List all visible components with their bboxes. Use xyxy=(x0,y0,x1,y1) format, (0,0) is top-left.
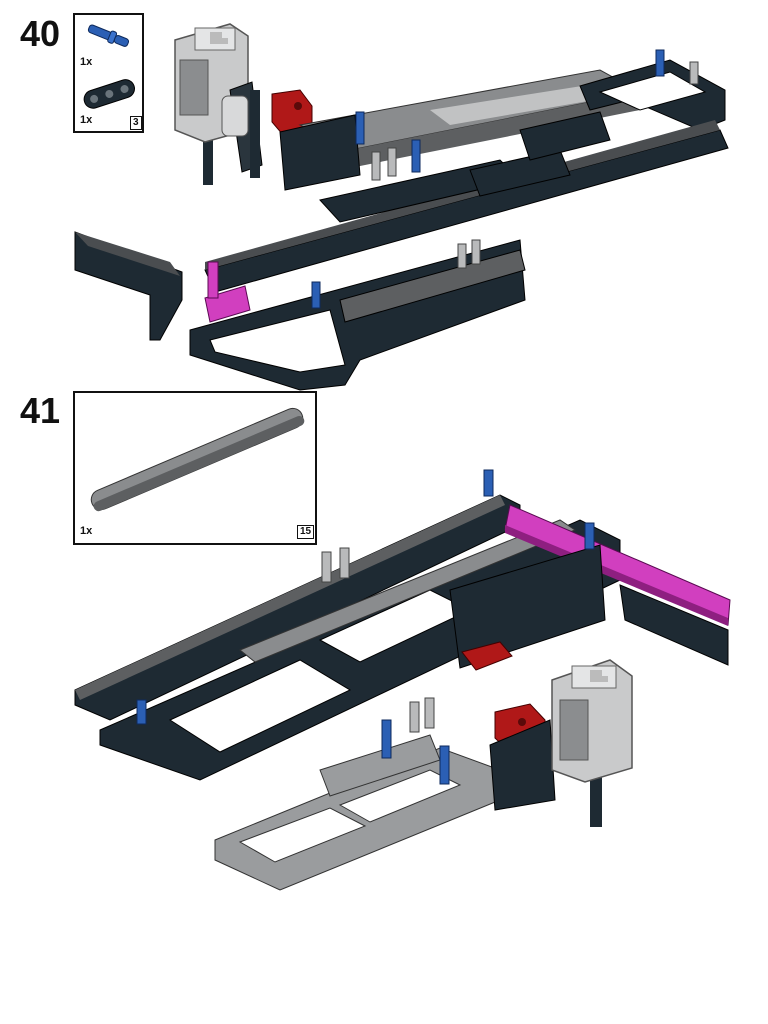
blue-axle-pin-icon xyxy=(87,24,130,47)
part-quantity: 1x xyxy=(80,525,93,537)
part-quantity: 1x xyxy=(80,114,93,126)
beam-length-badge: 15 xyxy=(297,525,315,539)
motor-icon xyxy=(551,659,633,827)
parts-callout-step-40: 1x 1x 3 xyxy=(73,13,144,133)
step-number-41: 41 xyxy=(20,390,61,431)
grey-beam-15-icon xyxy=(90,407,305,512)
parts-callout-step-41: 1x 15 xyxy=(73,391,317,545)
part-quantity: 1x xyxy=(80,56,93,68)
beam-length-badge: 3 xyxy=(130,116,142,130)
step-number-40: 40 xyxy=(20,13,61,54)
dark-beam-3-icon xyxy=(83,79,135,109)
assembly-step-40 xyxy=(74,23,729,391)
